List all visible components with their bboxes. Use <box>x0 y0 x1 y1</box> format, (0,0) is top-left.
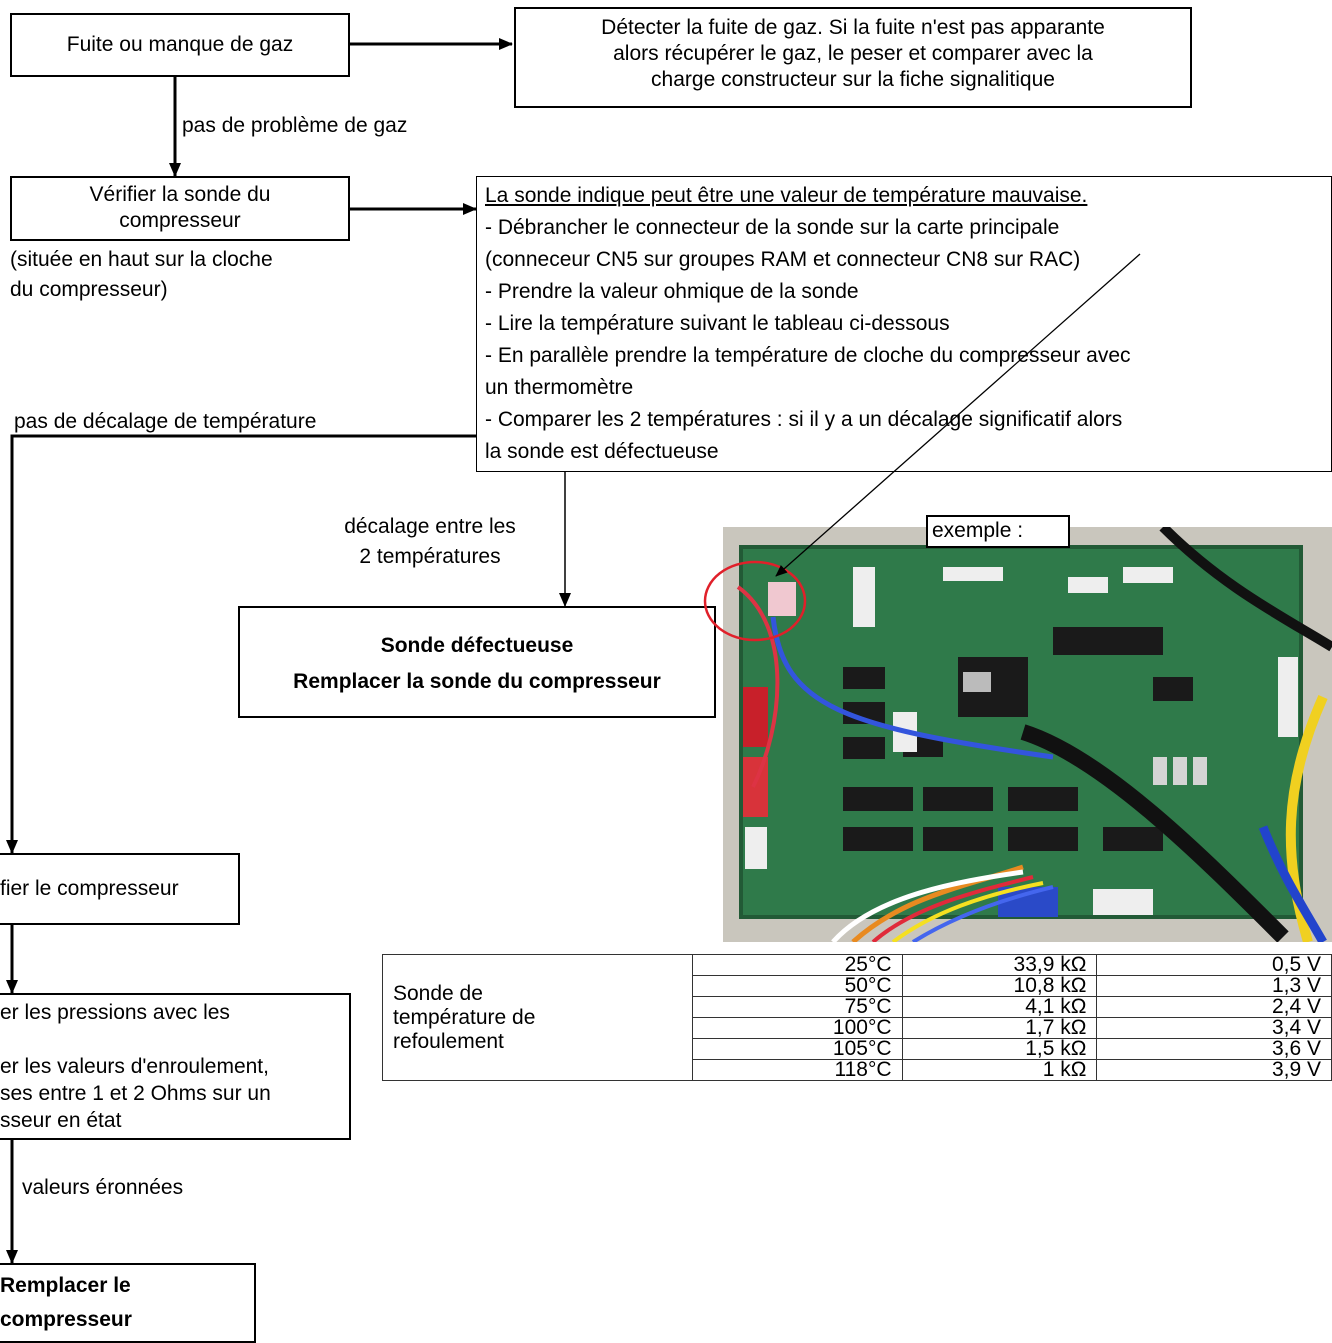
compressor-check-line: ses entre 1 et 2 Ohms sur un <box>0 1082 271 1105</box>
sensor-location-line: du compresseur) <box>10 278 168 301</box>
table-row: 105°C 1,5 kΩ 3,6 V <box>383 1038 1332 1060</box>
check-sensor-box: Vérifier la sonde du compresseur <box>10 176 350 241</box>
detect-leak-line: alors récupérer le gaz, le peser et comp… <box>613 42 1093 65</box>
replace-compressor-line: compresseur <box>0 1308 132 1331</box>
sensor-name-cell: Sonde de température de refoulement <box>382 954 693 1081</box>
faulty-sensor-title: Sonde défectueuse <box>380 634 574 657</box>
example-label: exemple : <box>926 515 1070 548</box>
replace-sensor-text: Remplacer la sonde du compresseur <box>293 670 661 693</box>
sensor-info-line: la sonde est défectueuse <box>485 440 719 463</box>
sensor-location-line: (située en haut sur la cloche <box>10 248 273 271</box>
resistance-cell: 1,5 kΩ <box>901 1038 1098 1060</box>
voltage-cell: 0,5 V <box>1096 954 1332 976</box>
voltage-cell: 3,9 V <box>1096 1059 1332 1081</box>
check-compressor-box: fier le compresseur <box>0 853 240 925</box>
temperature-cell: 100°C <box>691 1017 903 1039</box>
voltage-cell: 2,4 V <box>1096 996 1332 1018</box>
detect-leak-line: charge constructeur sur la fiche signali… <box>651 68 1055 91</box>
temperature-cell: 50°C <box>691 975 903 997</box>
table-row: 118°C 1 kΩ 3,9 V <box>383 1059 1332 1081</box>
offset-between-label: décalage entre les 2 températures <box>310 512 550 572</box>
compressor-check-line: er les valeurs d'enroulement, <box>0 1055 269 1078</box>
no-gas-problem-label: pas de problème de gaz <box>182 114 408 137</box>
offset-between-line: 2 températures <box>359 545 501 568</box>
sensor-info-line: un thermomètre <box>485 376 634 399</box>
line-no-offset <box>6 434 476 854</box>
sensor-info-line: - Lire la température suivant le tableau… <box>485 312 950 335</box>
voltage-cell: 1,3 V <box>1096 975 1332 997</box>
bad-values-label: valeurs éronnées <box>22 1176 184 1199</box>
pcb-example-photo <box>723 527 1332 942</box>
temperature-cell: 105°C <box>691 1038 903 1060</box>
sensor-info-title: La sonde indique peut être une valeur de… <box>485 184 1088 207</box>
gas-leak-box: Fuite ou manque de gaz <box>10 13 350 77</box>
sensor-info-line: - En parallèle prendre la température de… <box>485 344 1131 367</box>
sensor-name-line: refoulement <box>393 1029 504 1053</box>
resistance-cell: 1 kΩ <box>901 1059 1098 1081</box>
resistance-cell: 4,1 kΩ <box>901 996 1098 1018</box>
faulty-sensor-box: Sonde défectueuse Remplacer la sonde du … <box>238 606 716 718</box>
resistance-cell: 33,9 kΩ <box>901 954 1098 976</box>
detect-leak-line: Détecter la fuite de gaz. Si la fuite n'… <box>601 16 1105 39</box>
temperature-cell: 25°C <box>691 954 903 976</box>
temperature-cell: 75°C <box>691 996 903 1018</box>
check-sensor-line: compresseur <box>119 209 241 232</box>
sensor-resistance-table: Sonde de température de refoulement 25°C… <box>382 954 1332 1081</box>
table-row: Sonde de température de refoulement 25°C… <box>382 954 1332 1081</box>
resistance-cell: 10,8 kΩ <box>901 975 1098 997</box>
sensor-info-line: - Débrancher le connecteur de la sonde s… <box>485 216 1060 239</box>
voltage-cell: 3,4 V <box>1096 1017 1332 1039</box>
replace-compressor-line: Remplacer le <box>0 1274 131 1297</box>
no-temp-offset-label: pas de décalage de température <box>14 410 317 433</box>
sensor-info-line: - Prendre la valeur ohmique de la sonde <box>485 280 859 303</box>
table-row: 100°C 1,7 kΩ 3,4 V <box>383 1017 1332 1039</box>
compressor-check-line <box>0 1026 349 1053</box>
gas-leak-text: Fuite ou manque de gaz <box>66 33 294 56</box>
check-compressor-text: fier le compresseur <box>0 877 179 900</box>
sensor-location-note: (située en haut sur la cloche du compres… <box>10 245 273 305</box>
table-row: 75°C 4,1 kΩ 2,4 V <box>383 996 1332 1018</box>
sensor-name-line: Sonde de <box>393 981 483 1005</box>
offset-between-line: décalage entre les <box>344 515 516 538</box>
temperature-cell: 118°C <box>691 1059 903 1081</box>
detect-leak-box: Détecter la fuite de gaz. Si la fuite n'… <box>514 7 1192 108</box>
resistance-cell: 1,7 kΩ <box>901 1017 1098 1039</box>
sensor-name-line: température de <box>393 1005 536 1029</box>
sensor-info-line: (conneceur CN5 sur groupes RAM et connec… <box>485 248 1081 271</box>
compressor-checks-box: er les pressions avec les er les valeurs… <box>0 993 351 1140</box>
connector-highlight-circle <box>703 560 807 642</box>
compressor-check-line: er les pressions avec les <box>0 1001 230 1024</box>
sensor-info-line: - Comparer les 2 températures : si il y … <box>485 408 1123 431</box>
sensor-info-box: La sonde indique peut être une valeur de… <box>476 176 1332 472</box>
check-sensor-line: Vérifier la sonde du <box>89 183 271 206</box>
voltage-cell: 3,6 V <box>1096 1038 1332 1060</box>
replace-compressor-box: Remplacer le compresseur <box>0 1263 256 1343</box>
compressor-check-line: sseur en état <box>0 1109 122 1132</box>
